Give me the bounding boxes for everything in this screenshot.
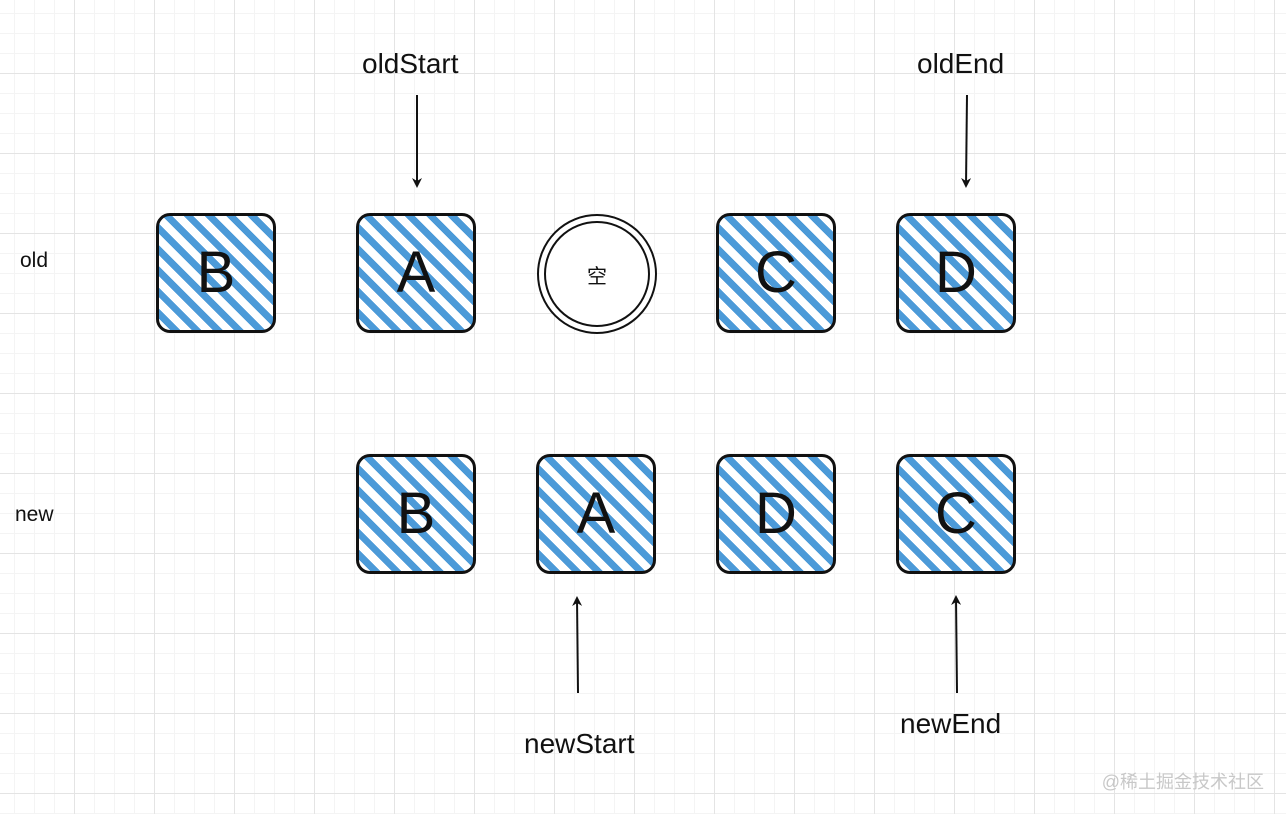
old-node-d-letter: D xyxy=(935,240,977,305)
new-node-c: C xyxy=(896,454,1016,574)
new-start-label: newStart xyxy=(524,728,635,759)
old-end-arrow xyxy=(961,94,972,188)
old-start-label: oldStart xyxy=(362,48,459,79)
old-node-a-letter: A xyxy=(396,240,436,305)
new-node-a: A xyxy=(536,454,656,574)
new-node-b-letter: B xyxy=(396,481,436,546)
new-node-c-letter: C xyxy=(935,481,977,546)
old-node-empty-label: 空 xyxy=(544,221,650,327)
old-node-c-letter: C xyxy=(755,240,797,305)
old-node-a: A xyxy=(356,213,476,333)
new-row-label: new xyxy=(15,503,54,526)
new-end-arrow xyxy=(951,595,962,694)
old-node-empty: 空 xyxy=(537,214,657,334)
new-end-label: newEnd xyxy=(900,708,1002,739)
new-node-d-letter: D xyxy=(755,481,797,546)
new-node-d: D xyxy=(716,454,836,574)
new-node-a-letter: A xyxy=(576,481,616,546)
new-start-arrow xyxy=(572,596,583,694)
new-node-b: B xyxy=(356,454,476,574)
old-row-label: old xyxy=(20,249,49,272)
old-node-c: C xyxy=(716,213,836,333)
old-node-b-letter: B xyxy=(196,240,236,305)
watermark: @稀土掘金技术社区 xyxy=(1101,772,1264,792)
old-node-d: D xyxy=(896,213,1016,333)
old-node-b: B xyxy=(156,213,276,333)
old-end-label: oldEnd xyxy=(917,48,1005,79)
